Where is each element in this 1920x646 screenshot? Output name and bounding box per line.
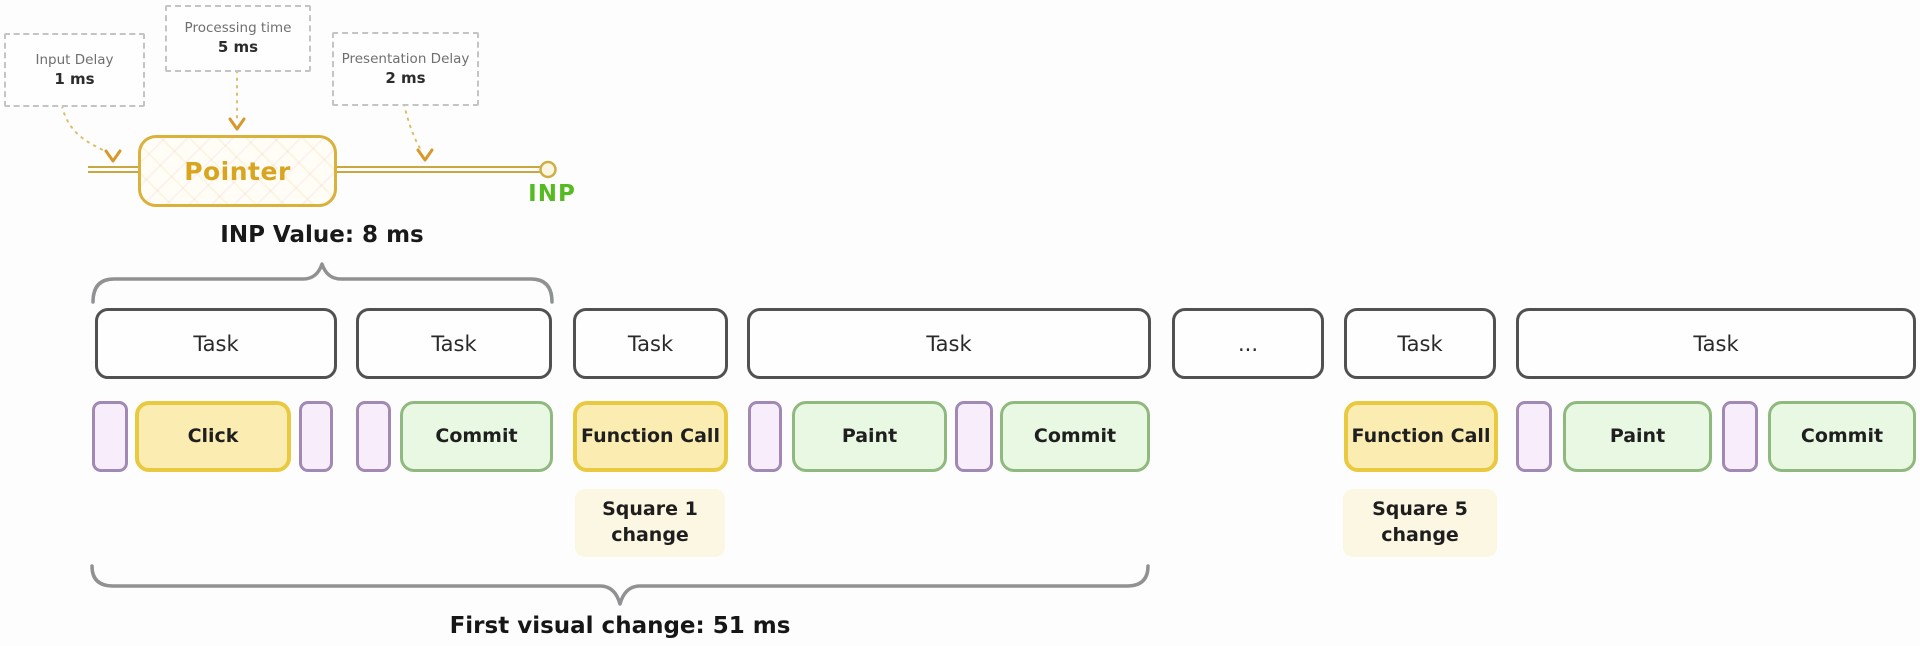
task-box: Task — [1344, 308, 1496, 379]
paint-segment: Paint — [792, 401, 947, 472]
task-box: Task — [356, 308, 552, 379]
presentation-delay-annotation: Presentation Delay 2 ms — [332, 32, 479, 106]
paint-segment: Paint — [1563, 401, 1712, 472]
annotation-label: Processing time — [184, 20, 292, 37]
task-box: Task — [95, 308, 337, 379]
delay-segment — [1516, 401, 1552, 472]
inp-endpoint-circle — [539, 160, 557, 179]
processing-time-annotation: Processing time 5 ms — [165, 5, 311, 72]
annotation-label: Input Delay — [35, 51, 114, 68]
input-delay-arrow — [61, 105, 106, 152]
ellipsis-task-box: ... — [1172, 308, 1324, 379]
inp-value-text: INP Value: 8 ms — [220, 222, 424, 248]
processing-time-arrowhead — [228, 117, 246, 131]
task-box: Task — [573, 308, 728, 379]
square-change-note: Square 1 change — [575, 489, 725, 557]
commit-segment: Commit — [1000, 401, 1150, 472]
commit-segment: Commit — [400, 401, 553, 472]
delay-segment — [356, 401, 391, 472]
delay-segment — [748, 401, 782, 472]
commit-segment: Commit — [1768, 401, 1916, 472]
presentation-delay-arrow — [403, 103, 422, 151]
annotation-value: 1 ms — [54, 69, 95, 88]
square-change-note: Square 5 change — [1343, 489, 1497, 557]
delay-segment — [299, 401, 333, 472]
delay-segment — [955, 401, 993, 472]
task-box: Task — [747, 308, 1151, 379]
pointer-event-box: Pointer — [138, 135, 337, 207]
annotation-label: Presentation Delay — [341, 50, 470, 67]
first-visual-change-brace — [90, 564, 1150, 606]
inp-value-brace — [91, 262, 554, 304]
presentation-delay-arrowhead — [416, 148, 434, 162]
task-box: Task — [1516, 308, 1916, 379]
function-call-segment: Function Call — [573, 401, 728, 472]
input-delay-arrowhead — [104, 149, 122, 163]
annotation-value: 2 ms — [385, 68, 426, 87]
function-call-segment: Function Call — [1344, 401, 1498, 472]
delay-segment — [92, 401, 128, 472]
input-delay-annotation: Input Delay 1 ms — [4, 33, 145, 107]
first-visual-change-text: First visual change: 51 ms — [449, 613, 791, 639]
annotation-value: 5 ms — [217, 38, 259, 57]
inp-marker-label: INP — [528, 181, 576, 207]
click-segment: Click — [135, 401, 291, 472]
delay-segment — [1722, 401, 1758, 472]
pointer-label: Pointer — [184, 156, 291, 186]
